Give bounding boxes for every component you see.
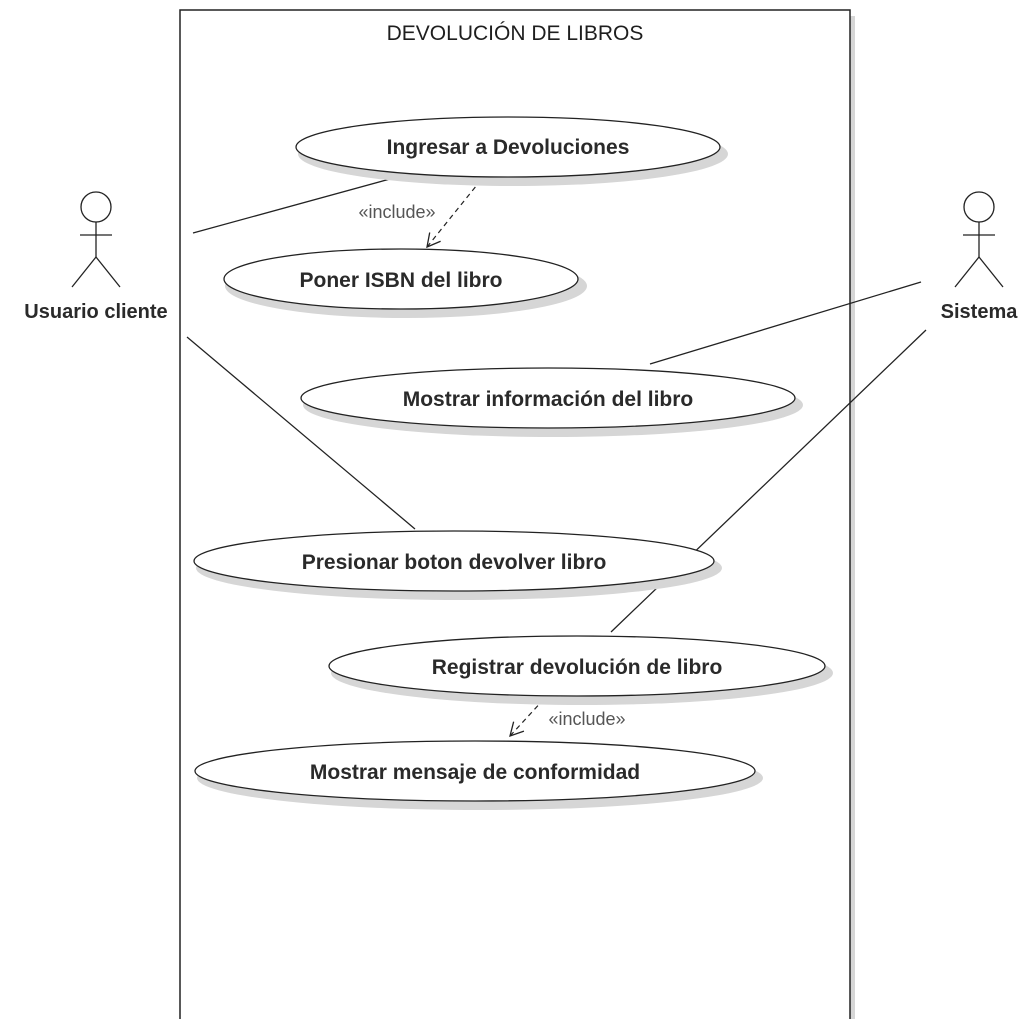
- system-title: DEVOLUCIÓN DE LIBROS: [387, 22, 644, 45]
- actor-sistema-icon[interactable]: [954, 191, 1004, 288]
- actor-usuario-cliente-label: Usuario cliente: [24, 301, 167, 323]
- use-case-isbn-label: Poner ISBN del libro: [299, 269, 502, 292]
- use-case-ingresar-label: Ingresar a Devoluciones: [387, 136, 630, 159]
- include-label-2: «include»: [548, 709, 625, 729]
- use-case-registrar-label: Registrar devolución de libro: [432, 656, 723, 679]
- actor-usuario-cliente-icon[interactable]: [71, 191, 121, 288]
- use-case-presionar[interactable]: Presionar boton devolver libro: [193, 530, 722, 600]
- include-label-1: «include»: [358, 202, 435, 222]
- use-case-mensaje[interactable]: Mostrar mensaje de conformidad: [194, 740, 763, 810]
- use-case-mostrar-info[interactable]: Mostrar información del libro: [300, 367, 803, 437]
- actor-sistema-label: Sistema: [941, 301, 1019, 323]
- use-case-presionar-label: Presionar boton devolver libro: [302, 551, 607, 574]
- use-case-ingresar[interactable]: Ingresar a Devoluciones: [295, 116, 728, 186]
- use-case-isbn[interactable]: Poner ISBN del libro: [223, 248, 587, 318]
- association-client-presionar: [186, 336, 416, 530]
- use-case-registrar[interactable]: Registrar devolución de libro: [328, 635, 833, 705]
- use-case-mensaje-label: Mostrar mensaje de conformidad: [310, 761, 640, 784]
- association-client-ingresar: [192, 178, 391, 234]
- association-sistema-mostrar-info: [649, 281, 922, 365]
- use-case-mostrar-info-label: Mostrar información del libro: [403, 388, 694, 411]
